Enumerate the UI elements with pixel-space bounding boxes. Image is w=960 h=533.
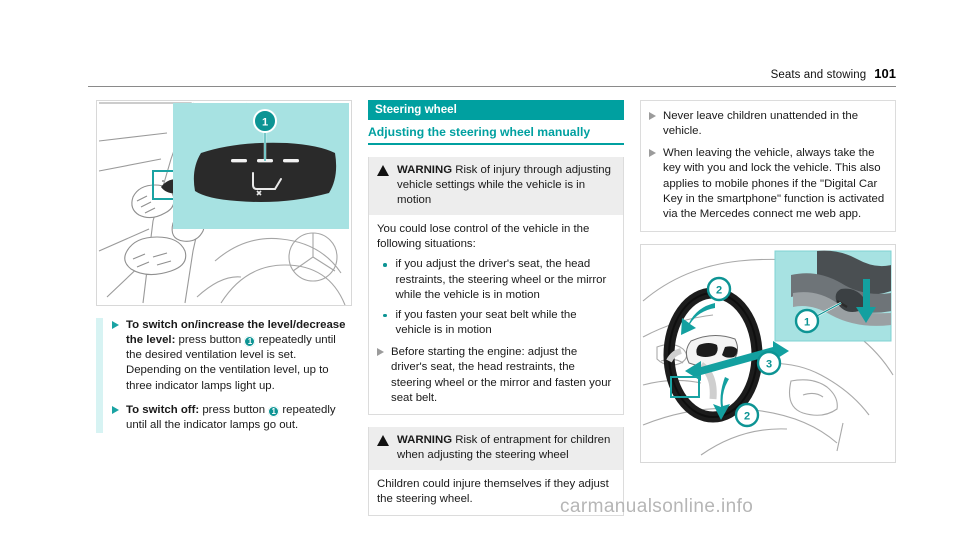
- warning-action: Before starting the engine: adjust the d…: [377, 345, 615, 406]
- arrow-bullet-icon: [649, 149, 656, 158]
- figure-steering-wheel: 2 2 3: [640, 244, 896, 464]
- warning-action-text: Before starting the engine: adjust the d…: [391, 346, 612, 404]
- warning-triangle-icon: [377, 165, 389, 176]
- svg-text:2: 2: [716, 285, 722, 297]
- list-item: if you adjust the driver's seat, the hea…: [377, 257, 615, 302]
- arrow-bullet-icon: [112, 405, 119, 414]
- svg-text:1: 1: [262, 117, 268, 129]
- highlight-bar: [96, 318, 103, 434]
- door-panel-illustration: 1: [97, 101, 351, 305]
- bullet-text: if you adjust the driver's seat, the hea…: [395, 258, 607, 301]
- instruction-switch-on: To switch on/increase the level/decrease…: [112, 318, 352, 394]
- instruction-text-b: repeatedly until all the indicator lamps…: [126, 403, 336, 431]
- figure-door-panel: 1: [96, 100, 352, 306]
- arrow-bullet-icon: [377, 348, 384, 357]
- warning-label: WARNING: [397, 164, 453, 176]
- warning-body-text: Children could injure themselves if they…: [377, 477, 609, 506]
- continued-action-2: When leaving the vehicle, always take th…: [649, 146, 887, 222]
- button-badge-1: 1: [244, 336, 256, 348]
- left-column: 1 To switch on/increase the level/decrea…: [96, 100, 352, 434]
- arrow-bullet-icon: [649, 112, 656, 120]
- subsection-heading: Adjusting the steering wheel manually: [368, 120, 624, 145]
- warning-continuation-box: Never leave children unattended in the v…: [640, 100, 896, 233]
- right-column: Never leave children unattended in the v…: [640, 100, 896, 464]
- section-title-bar: Steering wheel: [368, 100, 624, 120]
- warning-label: WARNING: [397, 433, 453, 446]
- warning-headline: Risk of injury through adjusting vehicle…: [397, 164, 611, 207]
- warning-body: You could lose control of the vehicle in…: [369, 215, 623, 414]
- dot-bullet-icon: [383, 263, 387, 267]
- svg-text:3: 3: [766, 359, 772, 371]
- instruction-switch-off: To switch off: press button 1 repeatedly…: [112, 403, 352, 433]
- instruction-label: To switch off:: [126, 403, 200, 416]
- instruction-text-b: repeatedly until the desired ventilation…: [126, 334, 336, 392]
- warning-block-injury: WARNING Risk of injury through adjusting…: [368, 157, 624, 415]
- warning-triangle-icon: [377, 434, 389, 446]
- list-item: if you fasten your seat belt while the v…: [377, 308, 615, 338]
- instruction-text-a: press button: [175, 334, 245, 347]
- continued-action-text: When leaving the vehicle, always take th…: [663, 147, 885, 220]
- running-header: Seats and stowing 101: [96, 66, 896, 81]
- svg-text:1: 1: [804, 317, 810, 329]
- arrow-bullet-icon: [112, 321, 119, 329]
- warning-header: WARNING Risk of entrapment for children …: [369, 426, 623, 470]
- warning-header: WARNING Risk of injury through adjusting…: [369, 157, 623, 216]
- watermark: carmanualsonline.info: [560, 496, 754, 517]
- continued-action-1: Never leave children unattended in the v…: [649, 109, 887, 139]
- instruction-text-a: press button: [199, 403, 269, 416]
- svg-text:2: 2: [744, 411, 750, 423]
- button-badge-1: 1: [268, 405, 280, 417]
- header-rule: [88, 86, 896, 87]
- warning-intro: You could lose control of the vehicle in…: [377, 223, 590, 251]
- header-section-title: Seats and stowing: [770, 69, 867, 81]
- left-instruction-list: To switch on/increase the level/decrease…: [96, 318, 352, 434]
- bullet-text: if you fasten your seat belt while the v…: [395, 308, 577, 337]
- instruction-label: To switch on/increase the level/decrease…: [126, 319, 346, 347]
- warning-bullet-list: if you adjust the driver's seat, the hea…: [377, 257, 615, 338]
- warning-body: Children could injure themselves if they…: [369, 470, 623, 515]
- warning-action-list: Before starting the engine: adjust the d…: [377, 345, 615, 406]
- warning-headline: Risk of entrapment for children when adj…: [397, 433, 611, 461]
- dot-bullet-icon: [383, 313, 387, 318]
- page-number: 101: [874, 66, 896, 81]
- steering-wheel-illustration: 2 2 3: [641, 245, 895, 458]
- middle-column: Steering wheel Adjusting the steering wh…: [368, 100, 624, 517]
- warning-block-entrapment: WARNING Risk of entrapment for children …: [368, 426, 624, 517]
- continued-action-text: Never leave children unattended in the v…: [663, 110, 859, 138]
